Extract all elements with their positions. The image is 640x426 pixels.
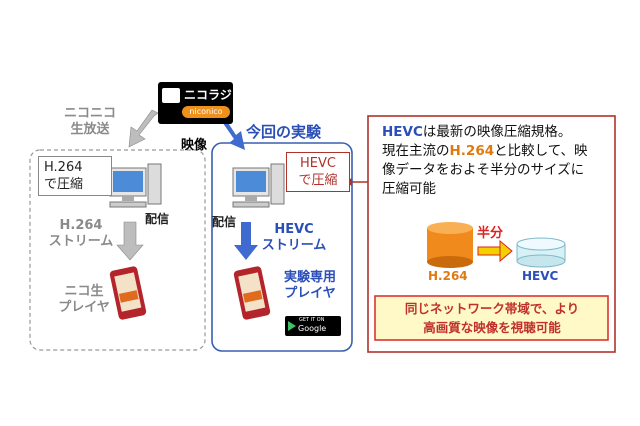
- h264-cylinder-icon: [427, 222, 473, 268]
- result-text: 同じネットワーク帯域で、より 高画質な映像を視聴可能: [404, 301, 580, 335]
- konkai-label: 今回の実験: [246, 123, 322, 141]
- nicoradi-logo: ニコラジ niconico: [158, 82, 233, 124]
- info-box: [367, 115, 616, 353]
- tv-icon: [162, 88, 180, 103]
- h264-cylinder-label: H.264: [428, 269, 468, 283]
- right-phone-icon: [233, 266, 271, 320]
- haishin-left-label: 配信: [145, 212, 170, 226]
- result-box: [374, 295, 609, 341]
- experiment-box: [211, 142, 353, 352]
- half-arrow-icon: [477, 239, 513, 263]
- logo-text-bottom: niconico: [182, 106, 230, 118]
- half-label: 半分: [477, 226, 504, 241]
- arrow-to-niconico: [128, 109, 159, 148]
- right-down-arrow: [234, 222, 258, 260]
- hevc-stream-label: HEVC ストリーム: [261, 222, 327, 253]
- hevc-cylinder-label: HEVC: [522, 269, 559, 283]
- niconico-dashed-box: [29, 149, 206, 351]
- left-phone-icon: [109, 266, 147, 320]
- left-down-arrow: [116, 221, 144, 261]
- eizo-label: 映像: [181, 138, 208, 153]
- left-h264-callout: H.264 で圧縮: [38, 156, 112, 196]
- left-computer-icon: [109, 163, 162, 208]
- experiment-player-label: 実験専用 プレイヤ: [283, 270, 336, 301]
- haishin-right-label: 配信: [212, 215, 237, 229]
- google-play-badge[interactable]: GET IT ON Google play: [285, 316, 341, 344]
- right-computer-icon: [232, 163, 285, 208]
- hevc-cylinder-icon: [516, 237, 566, 268]
- logo-text-top: ニコラジ: [184, 88, 232, 102]
- info-text: HEVCは最新の映像圧縮規格。 現在主流のH.264と比較して、映 像データをお…: [382, 124, 588, 197]
- nico-player-label: ニコ生 プレイヤ: [58, 284, 110, 315]
- right-hevc-callout: HEVC で圧縮: [286, 152, 350, 192]
- niconico-broadcast-label: ニコニコ 生放送: [63, 106, 116, 137]
- h264-stream-label: H.264 ストリーム: [48, 218, 114, 249]
- google-play-icon: [288, 321, 296, 331]
